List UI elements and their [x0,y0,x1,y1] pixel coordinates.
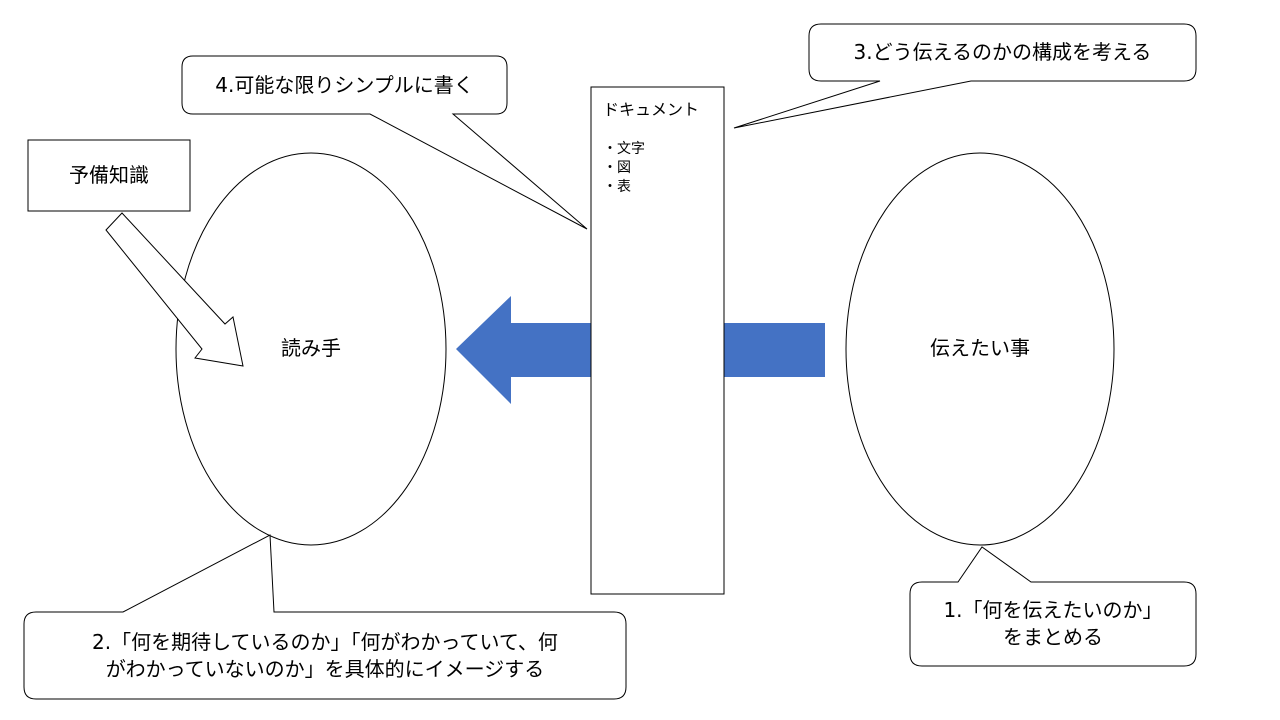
reader-label: 読み手 [281,335,341,360]
arrow-from-message [724,323,825,377]
callout-step1-text: 1.「何を伝えたいのか」 をまとめる [910,582,1196,666]
callout-step2-shape [23,534,627,700]
callout-step1-line: 1.「何を伝えたいのか」 [943,598,1163,622]
message-ellipse [845,152,1115,546]
document-item: 図 [603,159,645,178]
callout-step3-shape [733,23,1197,129]
document-item: 表 [603,178,645,197]
document-item: 文字 [603,140,645,159]
reader-ellipse [175,152,447,546]
callout-step2-text: 2.「何を期待しているのか」「何がわかっていて、何 がわかっていないのか」を具体… [24,612,626,699]
prior-knowledge-arrow [105,212,244,367]
document-title: ドキュメント [603,100,700,119]
callout-step2-line: がわかっていないのか」を具体的にイメージする [105,656,545,681]
prior-knowledge-label: 予備知識 [69,163,149,187]
document-item-list: 文字 図 表 [603,140,645,197]
callout-step4-shape [181,55,588,230]
callout-step1-line: をまとめる [1003,625,1103,649]
arrow-to-reader [456,296,591,404]
callout-step4-text: 4.可能な限りシンプルに書く [215,72,474,97]
callout-step1-shape [909,546,1197,667]
prior-knowledge-box [27,139,191,212]
callout-step3-text: 3.どう伝えるのかの構成を考える [853,40,1152,64]
message-label: 伝えたい事 [930,335,1030,360]
callout-step2-line: 2.「何を期待しているのか」「何がわかっていて、何 [92,629,558,654]
